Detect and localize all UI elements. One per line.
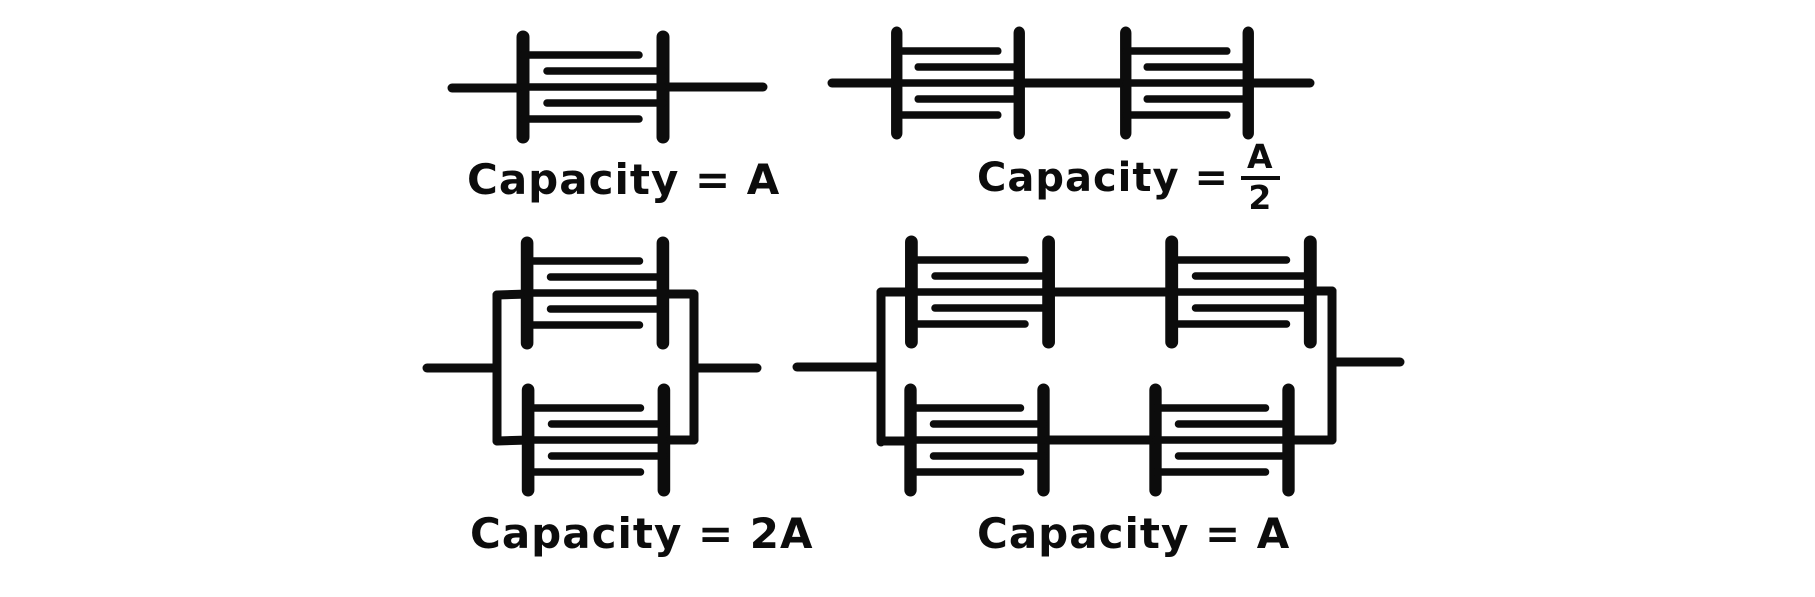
caption-two-in-parallel: Capacity = 2A: [470, 509, 814, 558]
caption-two-in-series: Capacity = A 2: [977, 139, 1280, 217]
capacitor-symbol: [911, 242, 1048, 342]
figure-four-capacitors-series-parallel: [792, 242, 1405, 490]
capacitor-symbol: [528, 390, 664, 490]
caption-two-in-series-fraction: A 2: [1241, 139, 1280, 217]
capacitor-symbol: [1172, 242, 1311, 342]
capacitor-symbol: [527, 243, 663, 343]
figure-two-capacitors-parallel: [422, 243, 762, 490]
capacitor-symbol: [1126, 33, 1249, 133]
caption-four-series-parallel: Capacity = A: [977, 509, 1291, 558]
figure-two-capacitors-series: [827, 33, 1315, 133]
capacitor-symbol: [897, 33, 1020, 133]
figure-single-capacitor: [447, 37, 768, 137]
capacitor-symbol: [911, 390, 1044, 490]
caption-two-in-series-prefix: Capacity =: [977, 154, 1230, 201]
fraction-denominator: 2: [1248, 177, 1273, 217]
caption-single-capacitor: Capacity = A: [467, 155, 781, 204]
fraction-numerator: A: [1241, 139, 1280, 180]
capacitor-symbol: [523, 37, 663, 137]
capacitor-symbol: [1156, 390, 1289, 490]
